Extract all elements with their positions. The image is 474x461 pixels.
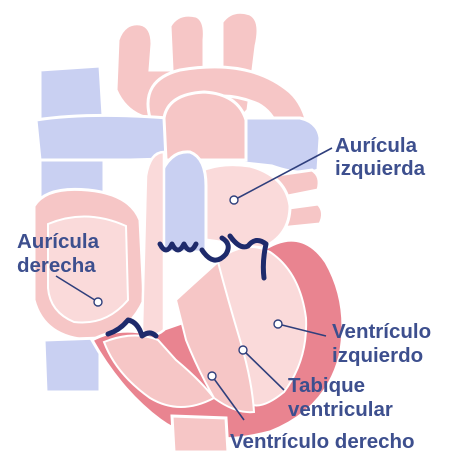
descending-vessel	[172, 416, 228, 452]
inferior-vena-cava	[44, 338, 100, 392]
label-left-atrium-1: Aurícula	[335, 134, 418, 157]
label-right-atrium-1: Aurícula	[17, 230, 100, 253]
label-left-ventricle-1: Ventrículo	[332, 320, 431, 343]
aorta-trunk	[164, 92, 246, 160]
label-left-atrium-2: izquierda	[335, 157, 426, 180]
label-right-ventricle: Ventrículo derecho	[230, 430, 415, 453]
label-septum-2: ventricular	[288, 398, 393, 421]
label-septum-1: Tabique	[288, 374, 365, 397]
label-right-atrium-2: derecha	[17, 254, 96, 277]
label-left-ventricle-2: izquierdo	[332, 344, 423, 367]
